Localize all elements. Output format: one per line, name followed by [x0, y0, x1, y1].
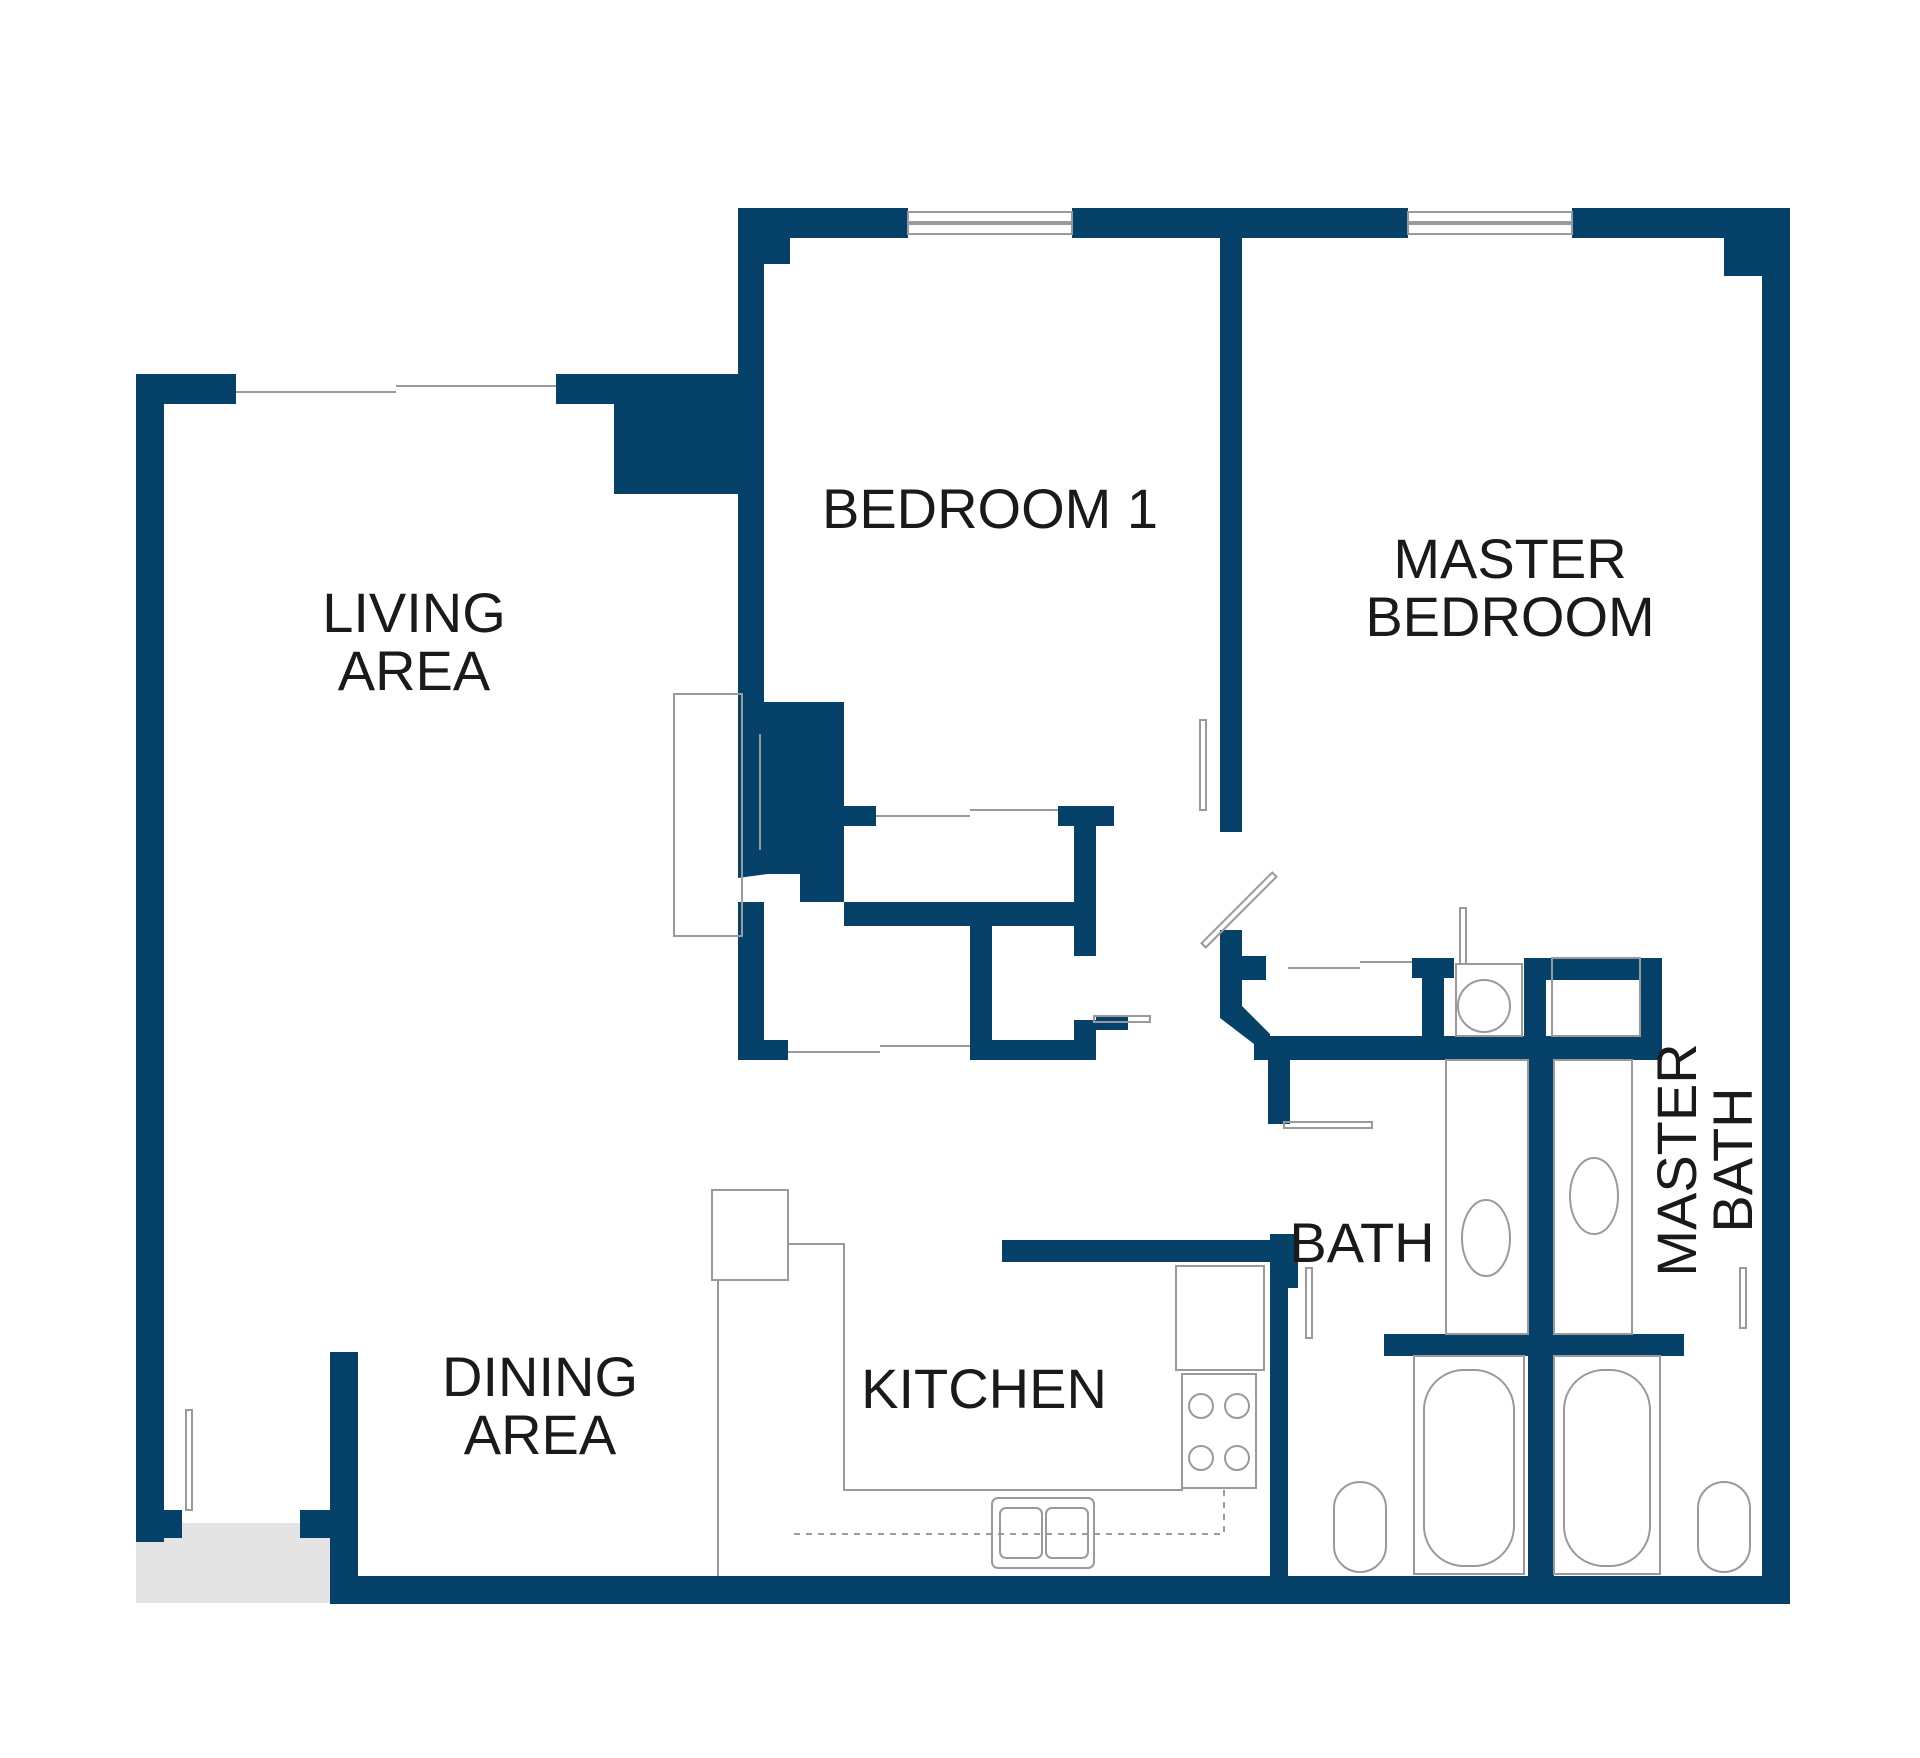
- label-master-bedroom-line2: BEDROOM: [1365, 585, 1654, 648]
- label-living-area-line2: AREA: [338, 639, 491, 702]
- bath-tub-icon: [1413, 1355, 1525, 1575]
- label-dining-area-line2: AREA: [464, 1403, 617, 1466]
- refrigerator-icon: [711, 1189, 789, 1281]
- dishwasher-icon: [1175, 1265, 1265, 1371]
- water-heater-icon: [1457, 979, 1511, 1033]
- master-bath-toilet-icon: [1697, 1481, 1751, 1573]
- windows-and-doors: [185, 211, 1747, 1511]
- label-master-bath-line2: BATH: [1701, 1087, 1764, 1232]
- walls: [136, 208, 1790, 1604]
- fixtures: [711, 957, 1751, 1576]
- label-bath: BATH: [1289, 1211, 1434, 1274]
- label-master-bath-line1: MASTER: [1645, 1043, 1708, 1276]
- label-bedroom-1: BEDROOM 1: [822, 477, 1158, 540]
- bath-toilet-icon: [1333, 1481, 1387, 1573]
- master-bath-sink-icon: [1569, 1157, 1619, 1235]
- master-bath-tub-icon: [1553, 1355, 1661, 1575]
- range-icon: [1181, 1373, 1257, 1489]
- label-dining-area-line1: DINING: [442, 1345, 638, 1408]
- label-kitchen: KITCHEN: [861, 1357, 1107, 1420]
- room-labels: BEDROOM 1 MASTER BEDROOM LIVING AREA DIN…: [322, 477, 1764, 1466]
- label-master-bedroom-line1: MASTER: [1393, 527, 1626, 590]
- label-living-area-line1: LIVING: [322, 581, 506, 644]
- bath-sink-icon: [1461, 1199, 1511, 1277]
